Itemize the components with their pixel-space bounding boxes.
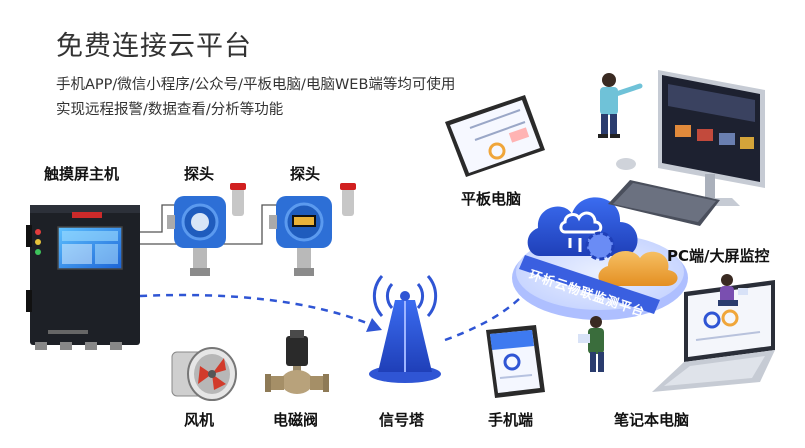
- fan-icon: [171, 347, 237, 401]
- cloud-banner-band: [519, 255, 660, 314]
- keyboard-icon: [608, 158, 720, 226]
- laptop-device-icon: [652, 280, 775, 392]
- page-title: 免费连接云平台: [56, 31, 252, 62]
- label-fan: 风机: [184, 411, 215, 429]
- tablet-device-icon: [445, 95, 545, 177]
- dashed-connections: [139, 281, 536, 342]
- label-tablet: 平板电脑: [461, 190, 522, 208]
- label-phone: 手机端: [488, 411, 534, 429]
- label-laptop: 笔记本电脑: [614, 411, 690, 429]
- tower-to-cloud-link: [444, 281, 536, 342]
- arrow-to-tower: [366, 318, 382, 332]
- label-probe-1: 探头: [184, 165, 215, 183]
- gold-cloud-icon: [598, 251, 678, 286]
- person-laptop-icon: [578, 316, 604, 372]
- label-pc: PC端/大屏监控: [667, 247, 770, 265]
- person-sitting-icon: [718, 274, 748, 306]
- probe-2-icon: [269, 183, 356, 276]
- description-line-2: 实现远程报警/数据查看/分析等功能: [56, 102, 284, 118]
- person-pointing-icon: [598, 73, 643, 138]
- host-to-tower-link: [139, 293, 373, 327]
- label-probe-2: 探头: [290, 165, 321, 183]
- pc-monitor-icon: [658, 70, 765, 206]
- host-device-icon: [26, 205, 140, 350]
- cloud-icon: [527, 197, 638, 261]
- signal-tower-icon: [369, 275, 441, 383]
- label-host: 触摸屏主机: [44, 165, 120, 183]
- phone-device-icon: [486, 325, 545, 398]
- description-line-1: 手机APP/微信小程序/公众号/平板电脑/电脑WEB端等均可使用: [56, 77, 456, 93]
- probe-1-icon: [167, 183, 246, 276]
- label-valve: 电磁阀: [273, 411, 319, 429]
- label-tower: 信号塔: [379, 411, 425, 429]
- valve-icon: [265, 330, 329, 394]
